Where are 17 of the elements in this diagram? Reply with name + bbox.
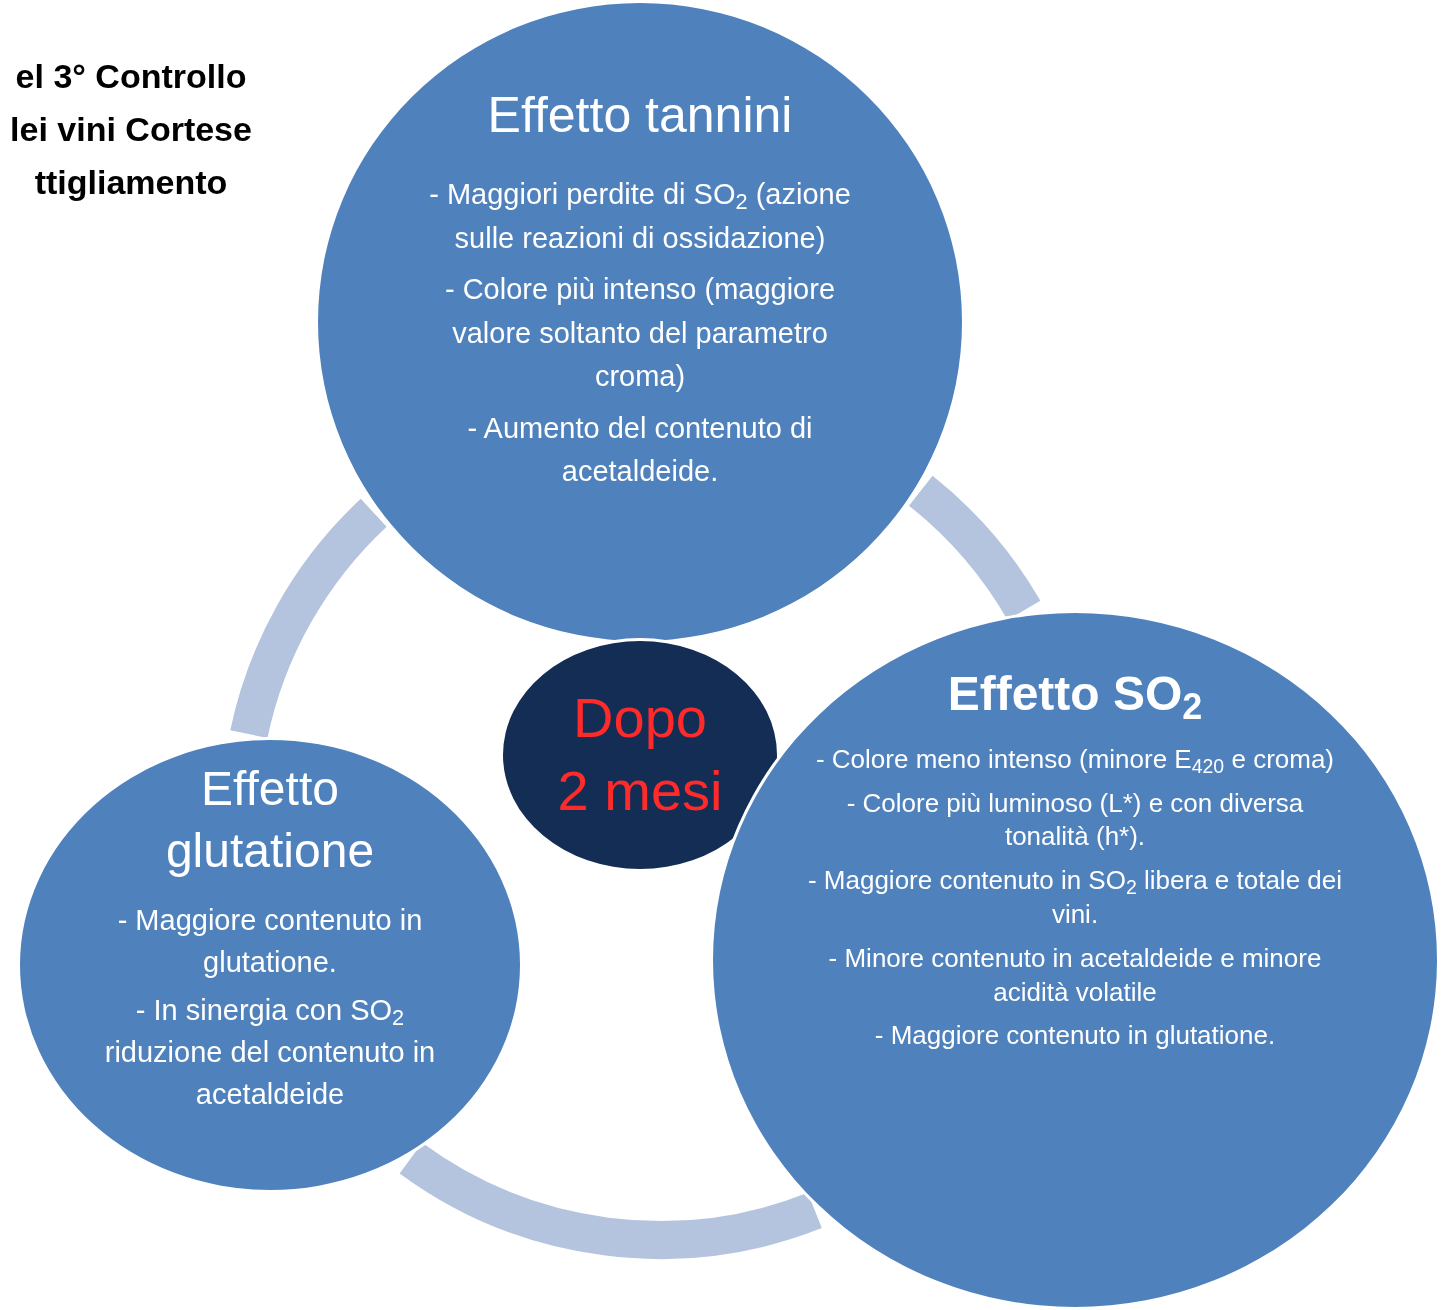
bullet-text: - Colore più intenso (maggiore valore soltanto del parametro croma): [443, 272, 837, 394]
title-text: lei vini Cortese: [10, 109, 252, 150]
bullet-text: - Minore contenuto in acetaldeide e minore acidità volatile: [827, 941, 1323, 1009]
title-text: el 3° Controllo: [15, 56, 247, 97]
bullet-text: - Maggiore contenuto in SO$_{2}$ libera e totale dei vini.: [806, 864, 1344, 931]
bullet-text: - Aumento del contenuto di acetaldeide.: [466, 410, 814, 489]
bullet-text: - Colore più luminoso (L*) e con diversa tonalità (h*).: [845, 786, 1305, 854]
bullet-text: - Maggiore contenuto in glutatione.: [116, 902, 424, 980]
bullet-text: - In sinergia con SO$_{2}$ riduzione del contenuto in acetaldeide: [103, 992, 437, 1112]
circle-title: Effetto tannini: [487, 88, 793, 143]
center-label: Dopo 2 mesi: [557, 685, 723, 824]
circle-title: Effetto glutatione: [164, 761, 376, 880]
bullet-text: - Colore meno intenso (minore E$_{420}$ e croma): [815, 742, 1335, 777]
title-text: ttigliamento: [34, 162, 228, 203]
bullet-text: - Maggiori perdite di SO$_{2}$ (azione sulle reazioni di ossidazione): [428, 177, 852, 256]
circle-title: Effetto SO$_{2}$: [947, 668, 1203, 721]
bullet-text: - Maggiore contenuto in glutatione.: [874, 1019, 1276, 1053]
